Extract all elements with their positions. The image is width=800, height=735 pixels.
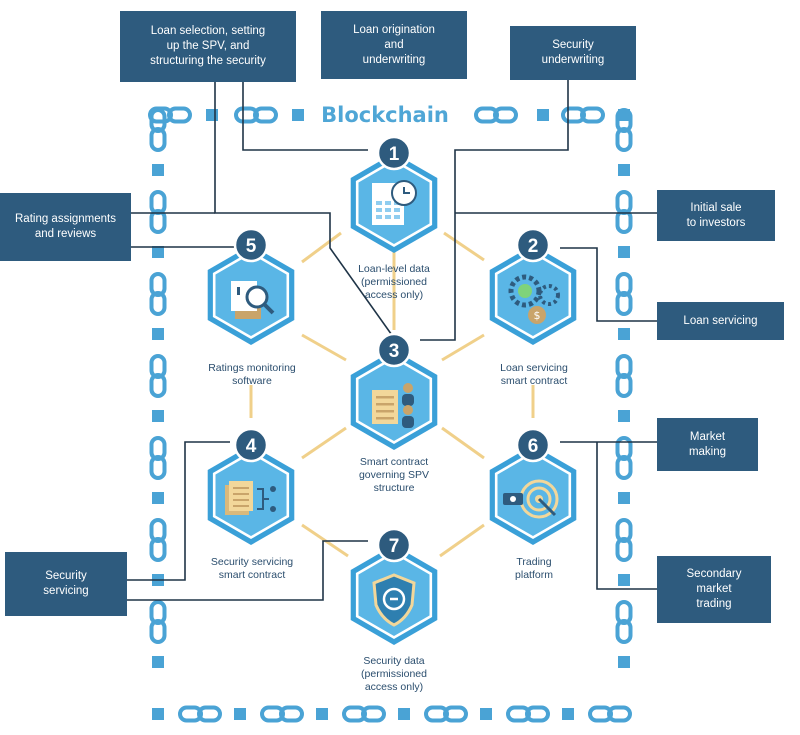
- chain-link: [149, 272, 167, 316]
- chain-block: [152, 708, 164, 720]
- chain-link: [260, 705, 304, 723]
- box-market-making: Market making: [657, 418, 758, 471]
- node-4-label: Security servicing smart contract: [210, 556, 294, 581]
- chain-link: [149, 518, 167, 562]
- chain-link: [234, 106, 278, 124]
- document-flow-icon: [225, 481, 276, 515]
- chain-link: [178, 705, 222, 723]
- chain-link: [424, 705, 468, 723]
- magnifier-documents-icon: [231, 281, 275, 319]
- node-2: $2: [489, 227, 577, 345]
- chain-block: [152, 246, 164, 258]
- node-number: 6: [528, 436, 539, 457]
- node-number: 2: [528, 236, 539, 257]
- node-number-badge: [376, 135, 412, 171]
- chain-block: [618, 328, 630, 340]
- chain-block: [234, 708, 246, 720]
- node-4: 4: [207, 427, 295, 545]
- blockchain-title: Blockchain: [321, 103, 449, 127]
- chain-block: [480, 708, 492, 720]
- blockchain-chain-border: [148, 106, 633, 723]
- box-loan-servicing: Loan servicing: [657, 302, 784, 340]
- chain-link: [615, 190, 633, 234]
- chain-link: [474, 106, 518, 124]
- shield-icon: [372, 573, 416, 627]
- chain-link: [615, 518, 633, 562]
- node-number: 1: [389, 144, 400, 165]
- node-6: 6: [489, 427, 577, 545]
- node-1: 1: [350, 135, 438, 253]
- node-7-label: Security data (permissioned access only): [361, 655, 427, 693]
- box-rating-assignments: Rating assignments and reviews: [0, 193, 131, 261]
- chain-block: [398, 708, 410, 720]
- box-secondary-market: Secondary market trading: [657, 556, 771, 623]
- chain-block: [618, 164, 630, 176]
- chain-link: [506, 705, 550, 723]
- node-number-badge: [515, 227, 551, 263]
- node-7: 7: [350, 527, 438, 645]
- node-number-badge: [376, 527, 412, 563]
- chain-link: [149, 108, 167, 152]
- document-clock-icon: [372, 180, 417, 225]
- node-number: 5: [246, 236, 257, 257]
- contract-people-icon: [372, 383, 414, 428]
- box-security-servicing: Security servicing: [5, 552, 127, 616]
- node-3: 3: [350, 332, 438, 450]
- chain-block: [537, 109, 549, 121]
- node-1-label: Loan-level data (permissioned access onl…: [358, 263, 430, 301]
- chain-block: [618, 656, 630, 668]
- box-loan-origination: Loan origination and underwriting: [321, 11, 467, 79]
- chain-block: [292, 109, 304, 121]
- node-6-label: Trading platform: [515, 556, 553, 581]
- box-connector-lines: [127, 80, 657, 601]
- hex-inner: [497, 454, 569, 536]
- chain-block: [206, 109, 218, 121]
- target-cash-icon: [503, 479, 559, 519]
- chain-block: [618, 410, 630, 422]
- svg-text:$: $: [534, 309, 541, 322]
- chain-link: [561, 106, 605, 124]
- chain-link: [149, 600, 167, 644]
- chain-link: [149, 354, 167, 398]
- node-number-badge: [376, 332, 412, 368]
- chain-block: [152, 656, 164, 668]
- chain-block: [316, 708, 328, 720]
- gears-icon: $: [508, 274, 560, 324]
- chain-block: [152, 164, 164, 176]
- box-security-underwriting: Security underwriting: [510, 26, 636, 80]
- chain-block: [152, 328, 164, 340]
- chain-block: [618, 246, 630, 258]
- chain-link: [615, 600, 633, 644]
- node-5-label: Ratings monitoring software: [208, 362, 296, 387]
- chain-block: [152, 410, 164, 422]
- hex-inner: [497, 254, 569, 336]
- chain-link: [342, 705, 386, 723]
- chain-block: [618, 492, 630, 504]
- chain-block: [562, 708, 574, 720]
- node-number: 7: [389, 536, 400, 557]
- chain-link: [615, 272, 633, 316]
- node-number: 4: [246, 436, 257, 457]
- chain-link: [149, 436, 167, 480]
- chain-link: [149, 190, 167, 234]
- chain-link: [588, 705, 632, 723]
- node-3-label: Smart contract governing SPV structure: [358, 456, 430, 494]
- node-2-label: Loan servicing smart contract: [500, 362, 568, 387]
- node-number-badge: [233, 427, 269, 463]
- node-number-badge: [233, 227, 269, 263]
- chain-block: [618, 574, 630, 586]
- chain-link: [615, 436, 633, 480]
- node-5: 5: [207, 227, 295, 345]
- chain-link: [615, 354, 633, 398]
- chain-block: [152, 492, 164, 504]
- box-initial-sale: Initial sale to investors: [657, 190, 775, 241]
- node-number: 3: [389, 341, 400, 362]
- node-number-badge: [515, 427, 551, 463]
- box-loan-selection: Loan selection, setting up the SPV, and …: [120, 11, 296, 82]
